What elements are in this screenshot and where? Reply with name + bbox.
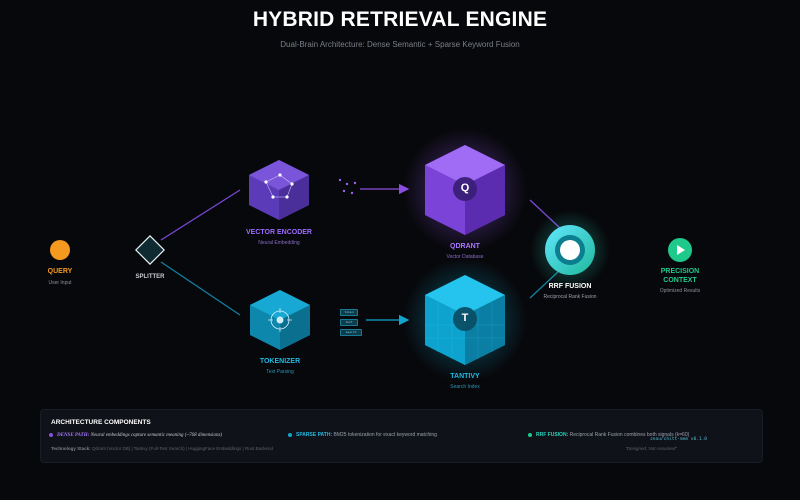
dense-branch-line <box>160 189 241 241</box>
query-label: QUERY <box>47 268 73 275</box>
dense-path-item: DENSE PATH: Neural embeddings capture se… <box>49 432 222 438</box>
sparse-path-text: BM25 tokenization for exact keyword matc… <box>333 432 437 438</box>
precision-label-line1: PRECISION <box>660 268 700 275</box>
precision-sublabel: Optimized Results <box>659 288 701 294</box>
tantivy-cube-icon <box>403 258 527 382</box>
qdrant-sublabel: Vector Database <box>446 254 484 260</box>
token-chips: token text search <box>340 309 362 336</box>
architecture-components-panel: ARCHITECTURE COMPONENTS DENSE PATH: Neur… <box>40 409 763 463</box>
tagline-text: "Designed, Not Assumed" <box>625 446 677 451</box>
token-chip: token <box>340 309 358 316</box>
qdrant-cube-icon <box>403 128 527 252</box>
page-title: HYBRID RETRIEVAL ENGINE <box>252 8 548 31</box>
rrf-fusion-icon <box>530 210 610 290</box>
sparse-path-label: SPARSE PATH: <box>296 432 333 438</box>
rrf-dot-icon <box>528 432 532 437</box>
precision-label-line2: CONTEXT <box>663 277 697 284</box>
query-icon <box>50 240 70 260</box>
dense-dot-icon <box>49 432 53 437</box>
qdrant-glyph: Q <box>460 182 470 194</box>
embedding-dots-icon <box>338 178 357 195</box>
tech-stack-text: Qdrant (Vector DB) | Tantivy (Full-Text … <box>91 446 273 451</box>
rrf-item-text: Reciprocal Rank Fusion combines both sig… <box>569 432 690 438</box>
tokenizer-icon <box>250 290 310 350</box>
rrf-label: RRF FUSION <box>548 283 592 290</box>
rrf-item: RRF FUSION: Reciprocal Rank Fusion combi… <box>528 432 689 438</box>
query-sublabel: User Input <box>48 280 72 286</box>
token-chip: search <box>340 329 362 336</box>
splitter-label: SPLITTER <box>135 274 165 280</box>
page-subtitle: Dual-Brain Architecture: Dense Semantic … <box>280 40 520 49</box>
sparse-dot-icon <box>288 432 292 437</box>
rrf-item-label: RRF FUSION: <box>536 432 569 438</box>
tech-stack-label: Technology Stack: <box>51 446 91 451</box>
tantivy-glyph: T <box>461 312 469 324</box>
version-text: zeaurchitt-mem v0.1.0 <box>650 437 707 442</box>
tokenizer-label: TOKENIZER <box>259 358 301 365</box>
vector-encoder-label: VECTOR ENCODER <box>246 229 312 236</box>
dense-path-label: DENSE PATH: <box>57 433 90 438</box>
tantivy-label: TANTIVY <box>450 373 480 380</box>
qdrant-label: QDRANT <box>450 243 480 250</box>
tantivy-sublabel: Search Index <box>450 384 480 390</box>
vector-encoder-sublabel: Neural Embedding <box>258 240 300 246</box>
vector-encoder-icon <box>249 160 309 220</box>
tokenizer-sublabel: Text Parsing <box>266 369 294 375</box>
tech-stack: Technology Stack: Qdrant (Vector DB) | T… <box>51 446 273 451</box>
sparse-branch-line <box>160 261 241 316</box>
token-chip: text <box>340 319 358 326</box>
rrf-sublabel: Reciprocal Rank Fusion <box>543 294 597 300</box>
panel-title: ARCHITECTURE COMPONENTS <box>51 419 151 426</box>
play-icon <box>668 238 692 262</box>
sparse-path-item: SPARSE PATH: BM25 tokenization for exact… <box>288 432 437 438</box>
dense-path-text: Neural embeddings capture semantic meani… <box>90 433 223 438</box>
splitter-icon <box>135 235 165 265</box>
